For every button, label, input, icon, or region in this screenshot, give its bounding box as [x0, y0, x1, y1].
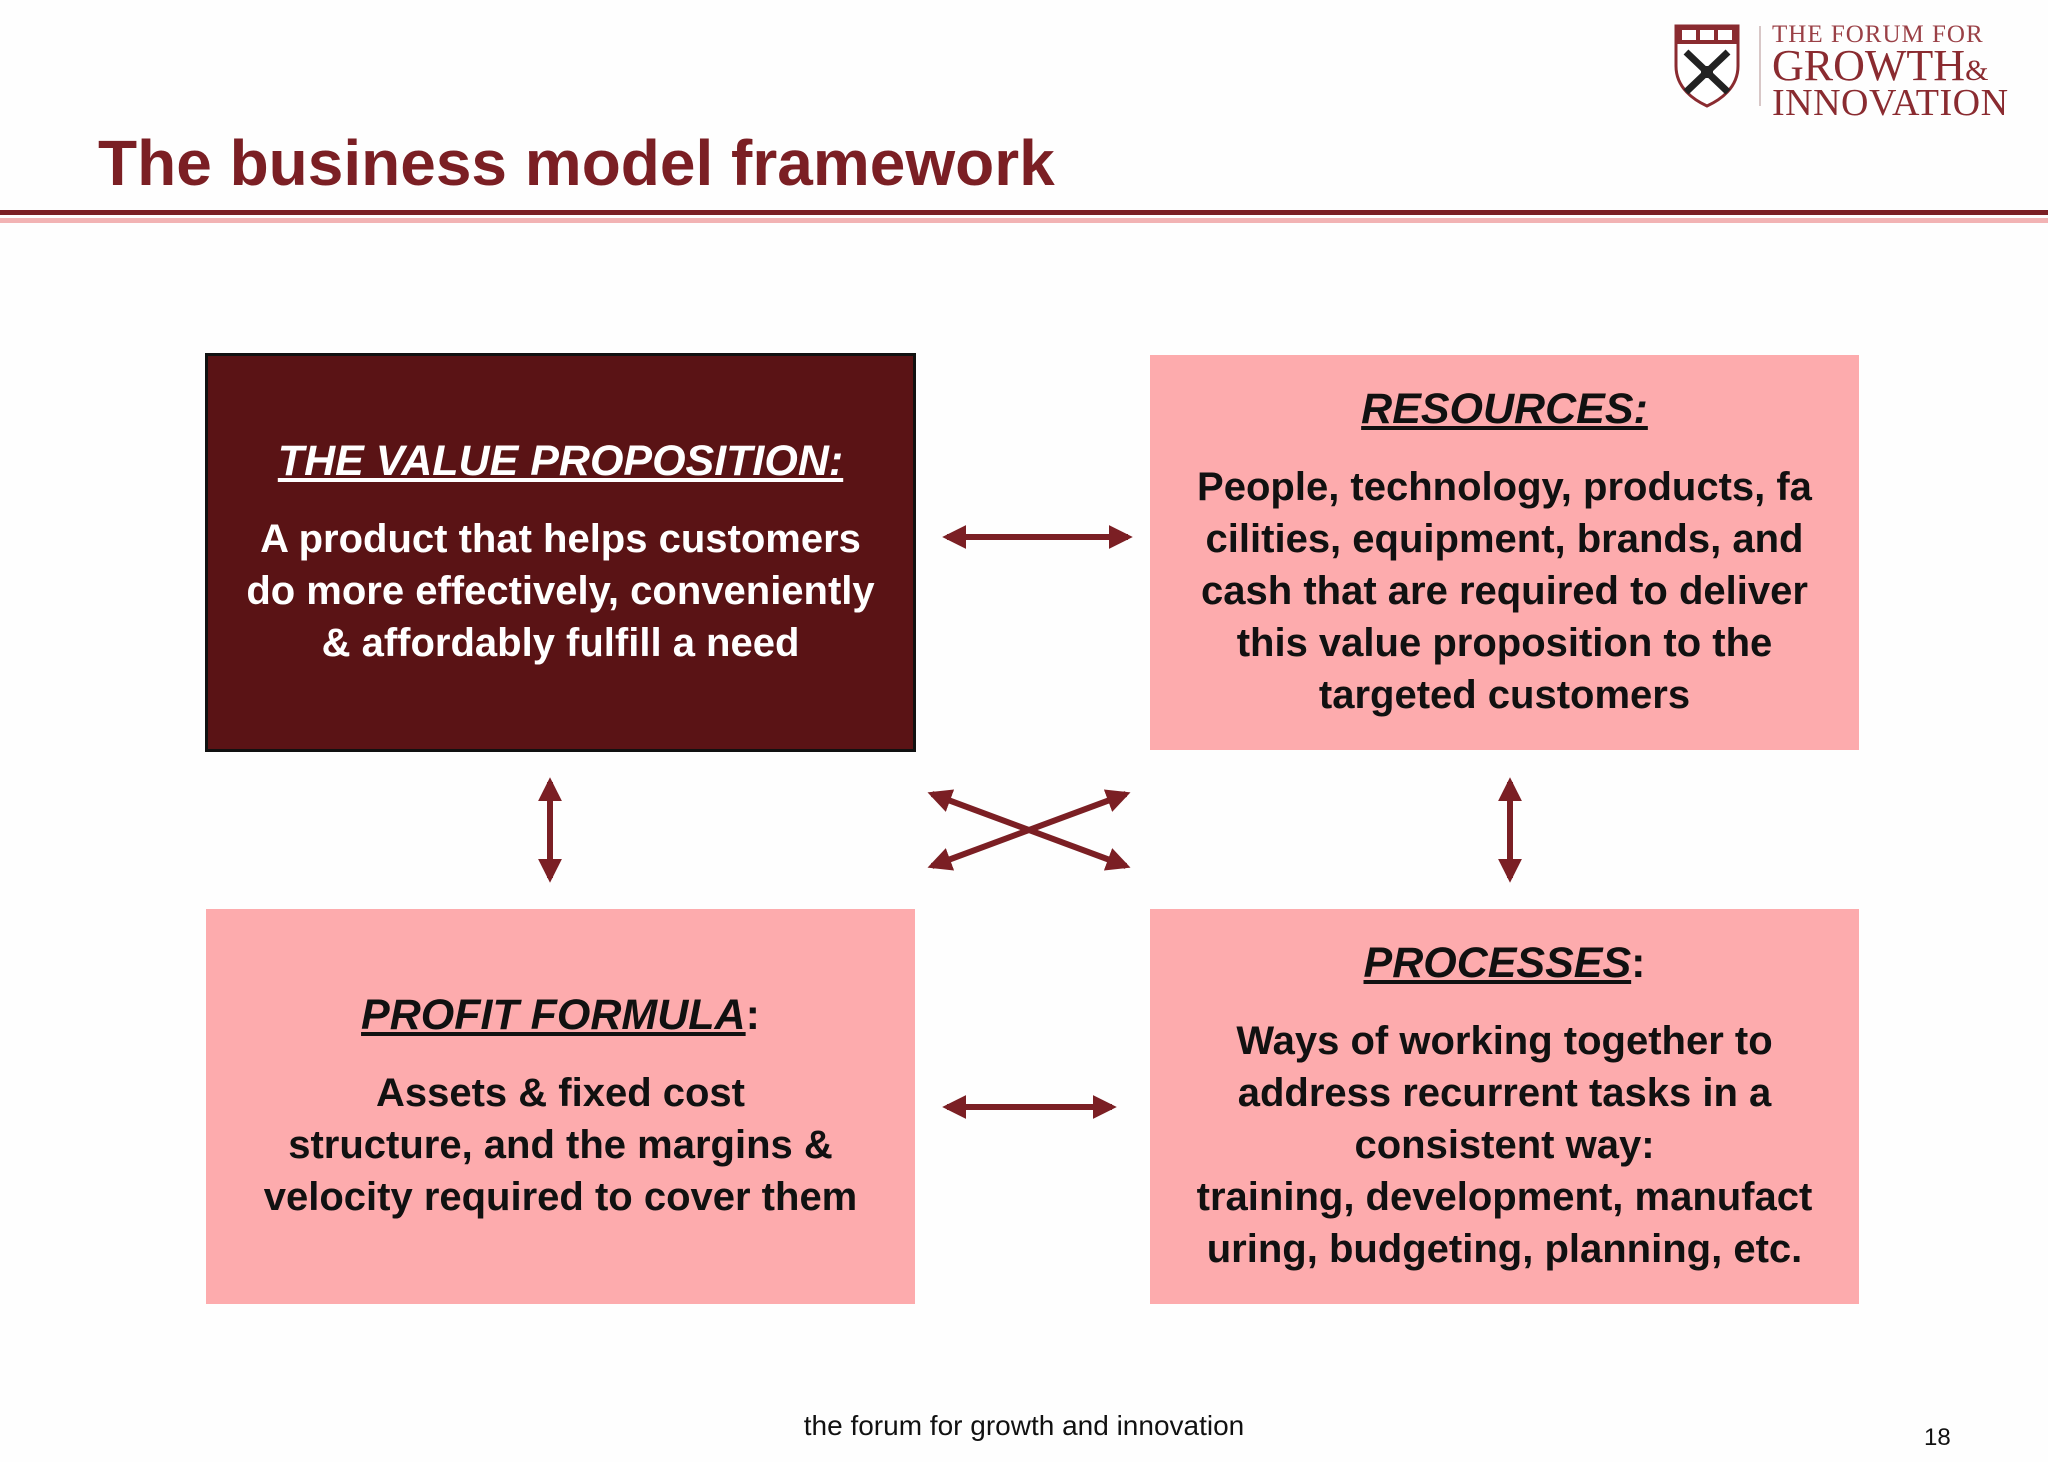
value-proposition-text: A product that helps customers do more e…: [246, 513, 874, 669]
profit-formula-text: Assets & fixed cost structure, and the m…: [264, 1067, 858, 1223]
text-line: People, technology, products, fa: [1197, 465, 1812, 510]
text-line: Ways of working together to: [1236, 1019, 1773, 1064]
logo-growth: GROWTH: [1772, 41, 1966, 90]
heading-colon: :: [745, 990, 760, 1039]
diagonal-arrow-resources-pf: [927, 789, 1131, 871]
logo-wordmark: THE FORUM FOR GROWTH& INNOVATION: [1772, 22, 2009, 122]
text-line: this value proposition to the: [1236, 621, 1773, 666]
logo-line-1: THE FORUM FOR: [1772, 21, 1984, 48]
text-line: targeted customers: [1318, 673, 1691, 718]
logo-divider: [1759, 26, 1761, 106]
text-line: training, development, manufact: [1196, 1175, 1813, 1220]
value-proposition-heading: THE VALUE PROPOSITION:: [277, 436, 844, 485]
heading-colon: :: [1631, 938, 1646, 987]
value-proposition-box: THE VALUE PROPOSITION: A product that he…: [205, 353, 916, 752]
text-line: structure, and the margins &: [288, 1123, 833, 1168]
text-line: address recurrent tasks in a: [1237, 1071, 1772, 1116]
text-line: velocity required to cover them: [263, 1175, 858, 1220]
text-line: A product that helps customers: [260, 517, 861, 562]
text-line: uring, budgeting, planning, etc.: [1206, 1227, 1803, 1272]
logo-ampersand: &: [1965, 54, 1989, 87]
text-line: cash that are required to deliver: [1201, 569, 1808, 614]
slide-title: The business model framework: [98, 127, 1055, 199]
footer-text: the forum for growth and innovation: [803, 1410, 1245, 1441]
title-rule: [0, 210, 2048, 215]
profit-formula-heading: PROFIT FORMULA: [361, 990, 746, 1039]
processes-text: Ways of working together to address recu…: [1197, 1015, 1813, 1275]
text-line: cilities, equipment, brands, and: [1205, 517, 1804, 562]
text-line: & affordably fulfill a need: [321, 621, 800, 666]
profit-formula-heading-wrap: PROFIT FORMULA:: [361, 990, 760, 1042]
resources-text: People, technology, products, fa cilitie…: [1197, 461, 1812, 721]
page-number: 18: [1924, 1424, 1951, 1451]
forum-logo: THE FORUM FOR GROWTH& INNOVATION: [1672, 22, 2032, 122]
resources-heading: RESOURCES:: [1361, 384, 1648, 433]
logo-line-3: INNOVATION: [1772, 82, 2009, 124]
processes-heading: PROCESSES: [1363, 938, 1632, 987]
text-line: consistent way:: [1354, 1123, 1655, 1168]
processes-heading-wrap: PROCESSES:: [1364, 938, 1646, 990]
resources-box: RESOURCES: People, technology, products,…: [1150, 355, 1859, 750]
logo-line-2: GROWTH&: [1772, 44, 2009, 88]
processes-box: PROCESSES: Ways of working together to a…: [1150, 909, 1859, 1304]
harvard-shield-icon: [1674, 24, 1740, 108]
profit-formula-box: PROFIT FORMULA: Assets & fixed cost stru…: [206, 909, 915, 1304]
text-line: do more effectively, conveniently: [246, 569, 875, 614]
text-line: Assets & fixed cost: [375, 1071, 745, 1116]
title-rule-light: [0, 218, 2048, 223]
